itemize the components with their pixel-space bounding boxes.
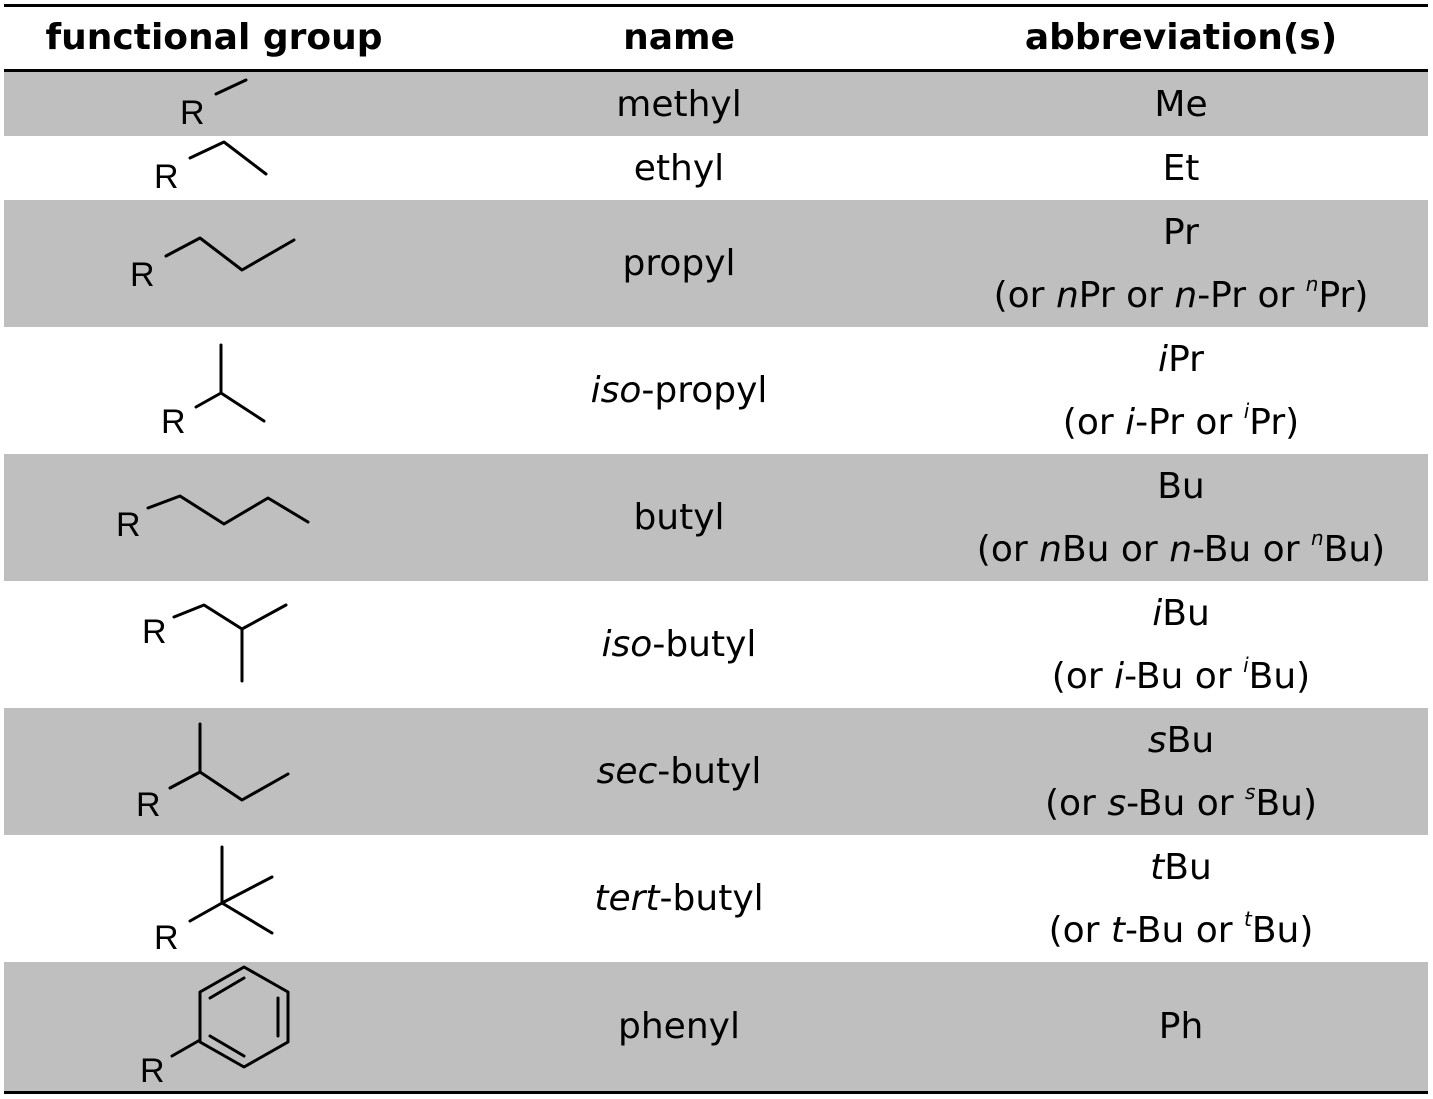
butyl-structure-drawing: R bbox=[116, 494, 310, 544]
abbr-alternatives: (or i-Bu or iBu) bbox=[1051, 652, 1311, 697]
name-phenyl: phenyl bbox=[618, 1006, 740, 1047]
table-row-sec-butyl: R sec-butyl sBu (or s-Bu or sBu) bbox=[4, 708, 1428, 835]
structure-tert-butyl: R bbox=[4, 835, 424, 962]
abbr-methyl: Me bbox=[1154, 83, 1208, 125]
bond bbox=[188, 901, 224, 923]
abbr-primary: tBu bbox=[1150, 846, 1212, 888]
abbr-alternatives: (or s-Bu or sBu) bbox=[1044, 779, 1317, 824]
table-row-iso-butyl: R iso-butyl iBu (or i-Bu or iBu) bbox=[4, 581, 1428, 708]
benzene-ring bbox=[198, 965, 290, 1069]
abbr-ethyl: Et bbox=[1162, 147, 1200, 189]
ring-double-bond bbox=[208, 976, 246, 1000]
abbr-propyl: Pr (or nPr or n-Pr or nPr) bbox=[934, 200, 1428, 327]
bond bbox=[170, 1038, 202, 1058]
abbr-sec-butyl: sBu (or s-Bu or sBu) bbox=[934, 708, 1428, 835]
structure-sec-butyl: R bbox=[4, 708, 424, 835]
r-group-label: R bbox=[180, 94, 205, 132]
table-bottom-rule bbox=[4, 1091, 1428, 1094]
structure-methyl: R bbox=[4, 72, 424, 136]
r-group-label: R bbox=[136, 786, 161, 824]
bond-chain bbox=[188, 140, 268, 176]
bond-chain bbox=[164, 236, 296, 272]
structure-ethyl: R bbox=[4, 136, 424, 200]
header-name: name bbox=[623, 17, 735, 58]
name-sec-butyl: sec-butyl bbox=[596, 751, 762, 792]
name-butyl: butyl bbox=[633, 497, 725, 538]
bond-chain bbox=[172, 603, 288, 631]
r-group-label: R bbox=[161, 403, 186, 441]
table-row-ethyl: R ethyl Et bbox=[4, 136, 1428, 200]
header-functional-group: functional group bbox=[45, 17, 383, 58]
tert-butyl-structure-drawing: R bbox=[154, 845, 274, 957]
structure-propyl: R bbox=[4, 200, 424, 327]
abbr-primary: Pr bbox=[1163, 211, 1199, 253]
abbr-primary: sBu bbox=[1147, 719, 1215, 761]
table-row-tert-butyl: R tert-butyl tBu (or t-Bu or tBu) bbox=[4, 835, 1428, 962]
table-row-phenyl: R phenyl Ph bbox=[4, 962, 1428, 1091]
name-propyl: propyl bbox=[622, 243, 736, 284]
name-ethyl: ethyl bbox=[633, 147, 725, 189]
abbr-tert-butyl: tBu (or t-Bu or tBu) bbox=[934, 835, 1428, 962]
propyl-structure-drawing: R bbox=[130, 236, 296, 294]
bond-branch-right bbox=[220, 875, 274, 905]
abbr-primary: iPr bbox=[1158, 338, 1204, 380]
abbr-phenyl: Ph bbox=[1158, 1006, 1204, 1047]
table-header-rule bbox=[4, 69, 1428, 72]
table-header: functional group name abbreviation(s) bbox=[4, 7, 1428, 69]
phenyl-structure-drawing: R bbox=[140, 965, 290, 1090]
structure-phenyl: R bbox=[4, 962, 424, 1091]
r-group-label: R bbox=[140, 1052, 165, 1090]
name-methyl: methyl bbox=[616, 83, 742, 125]
r-group-label: R bbox=[154, 158, 179, 196]
bond-chain bbox=[194, 391, 266, 423]
name-tert-butyl: tert-butyl bbox=[594, 878, 764, 919]
structure-iso-propyl: R bbox=[4, 327, 424, 454]
table-row-methyl: R methyl Me bbox=[4, 72, 1428, 136]
table-row-iso-propyl: R iso-propyl iPr (or i-Pr or iPr) bbox=[4, 327, 1428, 454]
structure-butyl: R bbox=[4, 454, 424, 581]
name-iso-butyl: iso-butyl bbox=[601, 624, 757, 665]
table-top-rule bbox=[4, 4, 1428, 7]
header-abbreviations: abbreviation(s) bbox=[1024, 17, 1338, 58]
name-iso-propyl: iso-propyl bbox=[590, 370, 768, 411]
abbr-alternatives: (or nBu or n-Bu or nBu) bbox=[976, 525, 1386, 570]
bond-branch-down bbox=[220, 901, 274, 935]
abbr-butyl: Bu (or nBu or n-Bu or nBu) bbox=[934, 454, 1428, 581]
structure-iso-butyl: R bbox=[4, 581, 424, 708]
abbr-primary: iBu bbox=[1152, 592, 1210, 634]
table-row-propyl: R propyl Pr (or nPr or n-Pr or nPr) bbox=[4, 200, 1428, 327]
iso-butyl-structure-drawing: R bbox=[142, 603, 288, 683]
r-group-label: R bbox=[142, 613, 167, 651]
bond-chain bbox=[146, 494, 310, 526]
bond bbox=[214, 78, 248, 96]
iso-propyl-structure-drawing: R bbox=[161, 343, 266, 441]
r-group-label: R bbox=[130, 256, 155, 294]
abbr-primary: Bu bbox=[1157, 465, 1205, 507]
abbr-alternatives: (or nPr or n-Pr or nPr) bbox=[993, 271, 1369, 316]
r-group-label: R bbox=[116, 506, 141, 544]
abbr-alternatives: (or t-Bu or tBu) bbox=[1048, 906, 1314, 951]
methyl-structure-drawing: R bbox=[180, 78, 248, 132]
abbr-iso-butyl: iBu (or i-Bu or iBu) bbox=[934, 581, 1428, 708]
ethyl-structure-drawing: R bbox=[154, 140, 268, 196]
sec-butyl-structure-drawing: R bbox=[136, 722, 290, 824]
bond-chain bbox=[168, 770, 290, 802]
abbr-alternatives: (or i-Pr or iPr) bbox=[1062, 398, 1300, 443]
table-row-butyl: R butyl Bu (or nBu or n-Bu or nBu) bbox=[4, 454, 1428, 581]
abbr-iso-propyl: iPr (or i-Pr or iPr) bbox=[934, 327, 1428, 454]
ring-double-bond bbox=[208, 1034, 246, 1058]
r-group-label: R bbox=[154, 919, 179, 957]
